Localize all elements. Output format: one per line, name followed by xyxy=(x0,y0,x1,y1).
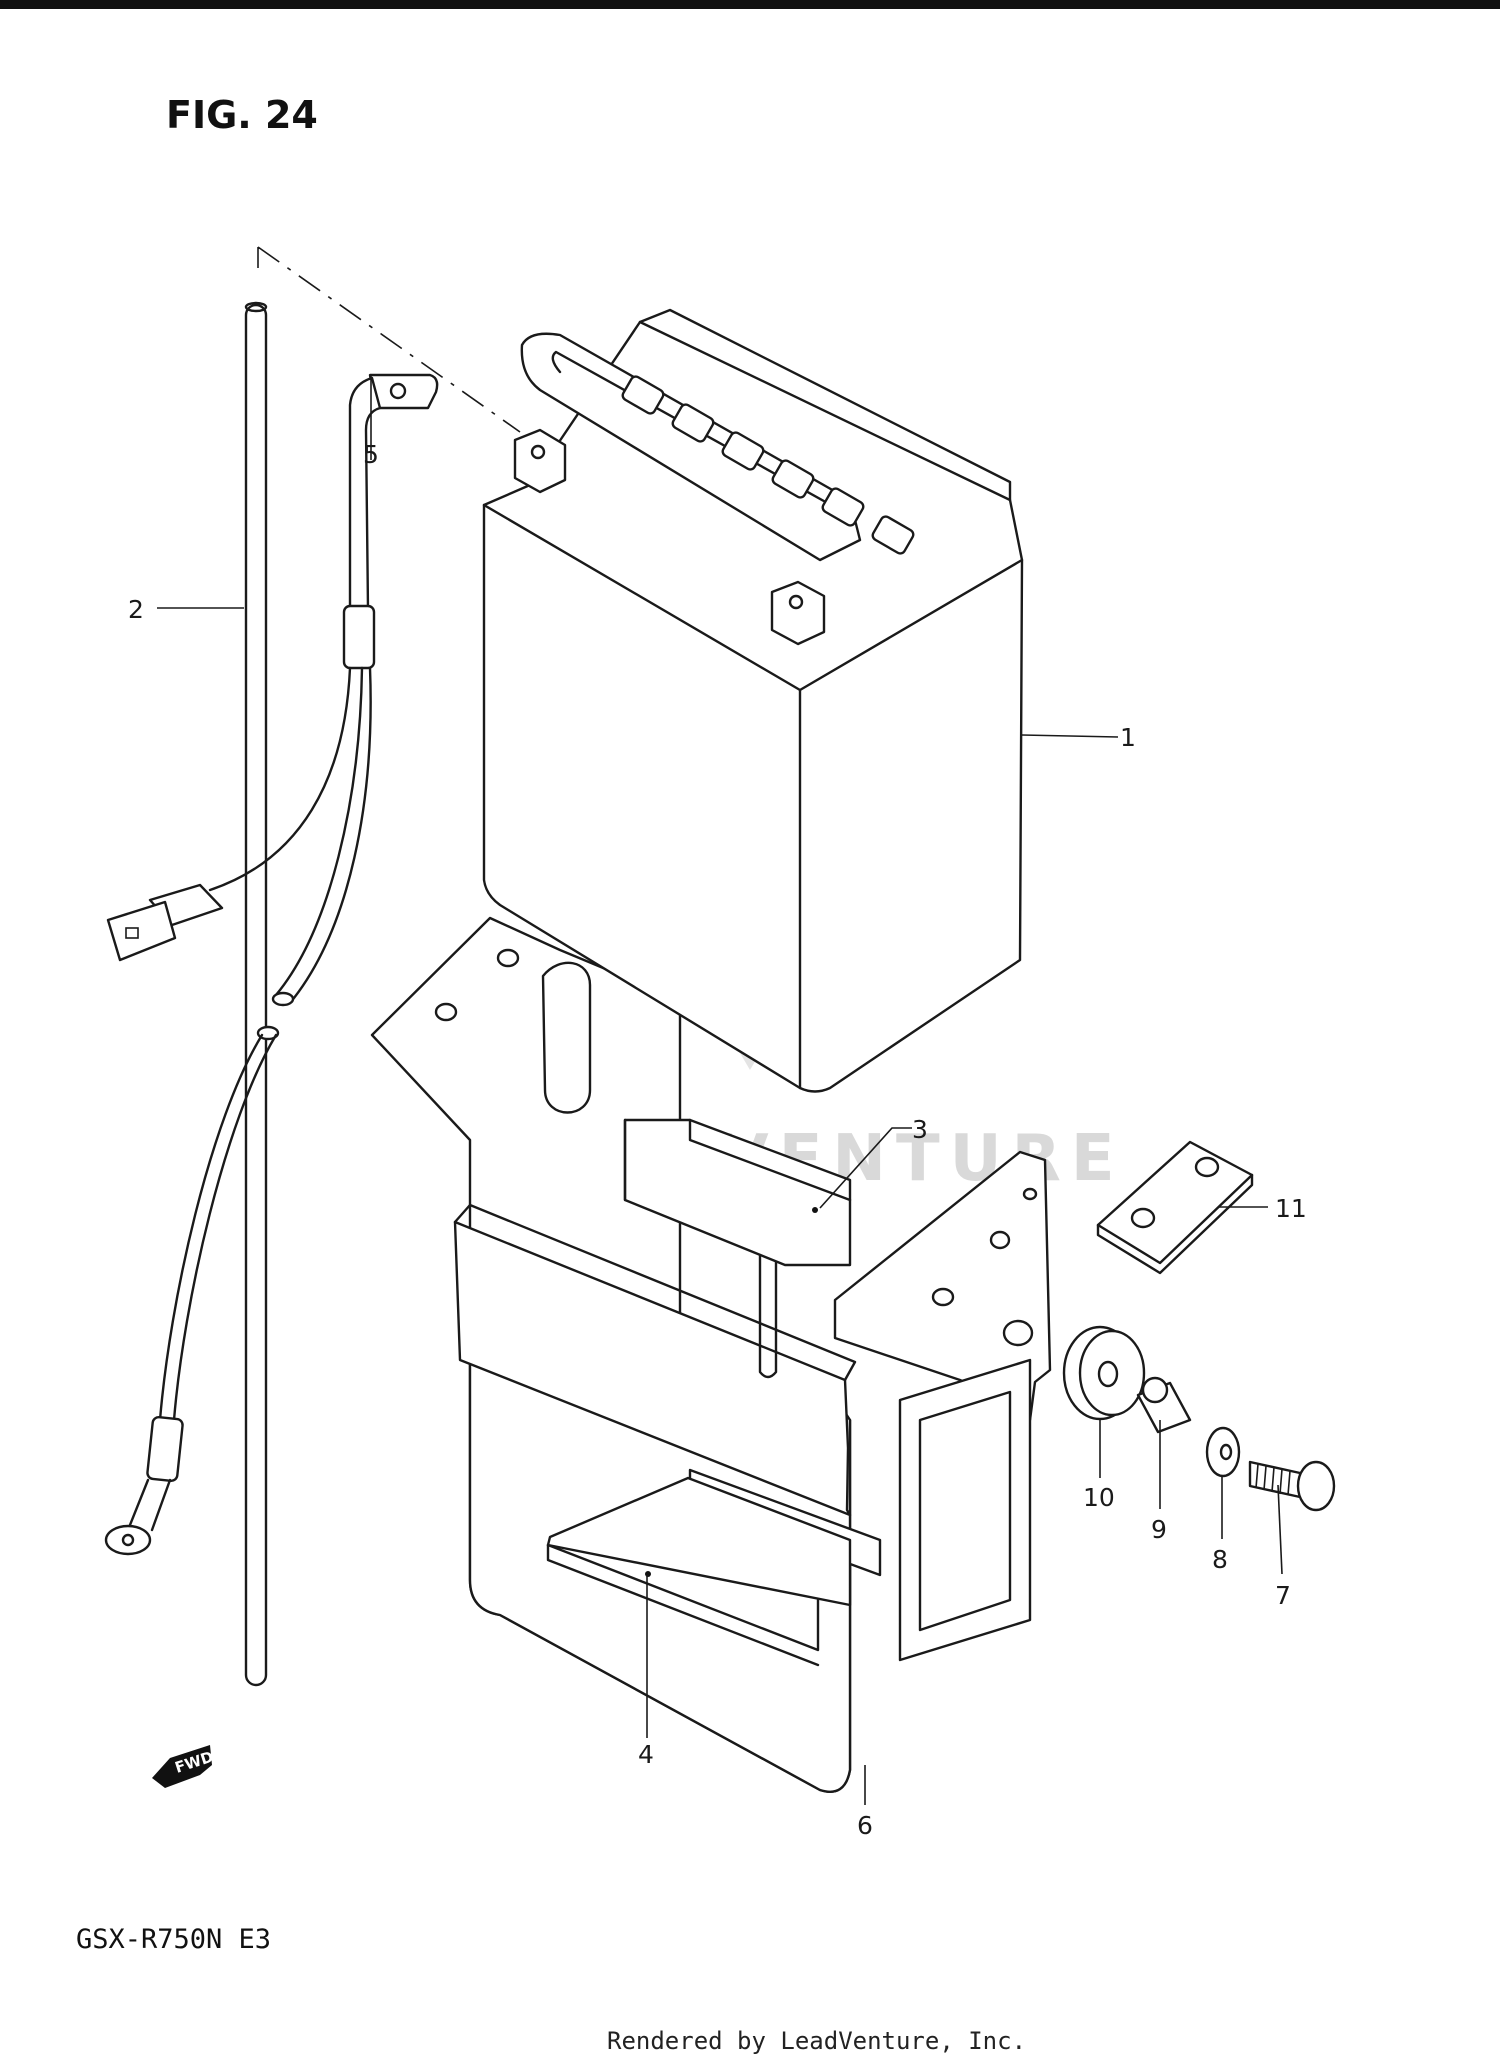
part-9-collar xyxy=(1136,1376,1192,1434)
leader-lines xyxy=(157,375,1283,1805)
footer-credit: Rendered by LeadVenture, Inc. xyxy=(607,2027,1026,2055)
battery-cell-caps xyxy=(621,375,915,555)
part-6-battery-holder xyxy=(370,916,1052,1793)
callout-3: 3 xyxy=(912,1115,928,1144)
callout-9: 9 xyxy=(1151,1515,1167,1544)
lower-lead-wire xyxy=(104,1025,280,1556)
part-11-plate xyxy=(1096,1140,1254,1275)
forward-direction-badge: FWD xyxy=(152,1745,216,1788)
callout-2: 2 xyxy=(128,595,144,624)
assembly-guideline xyxy=(257,246,521,433)
model-code: GSX-R750N E3 xyxy=(76,1924,271,1955)
callout-numbers: 1 2 3 4 5 6 7 8 9 10 11 xyxy=(128,440,1307,1840)
figure-title: FIG. 24 xyxy=(166,93,318,137)
top-border xyxy=(0,0,1500,9)
callout-5: 5 xyxy=(363,440,379,469)
part-1-battery xyxy=(482,308,1024,1093)
callout-4: 4 xyxy=(638,1740,654,1769)
part-8-washer xyxy=(1205,1426,1241,1478)
callout-7: 7 xyxy=(1275,1581,1291,1610)
part-7-bolt xyxy=(1248,1460,1336,1512)
callout-6: 6 xyxy=(857,1811,873,1840)
callout-10: 10 xyxy=(1083,1483,1115,1512)
part-3-cushion xyxy=(623,1118,852,1267)
callout-11: 11 xyxy=(1275,1194,1307,1223)
callout-1: 1 xyxy=(1120,723,1136,752)
part-10-grommet xyxy=(1062,1325,1146,1421)
part-2-breather-hose xyxy=(244,301,268,1687)
callout-8: 8 xyxy=(1212,1545,1228,1574)
part-5-battery-lead xyxy=(106,373,439,1007)
battery-terminals xyxy=(513,428,826,646)
